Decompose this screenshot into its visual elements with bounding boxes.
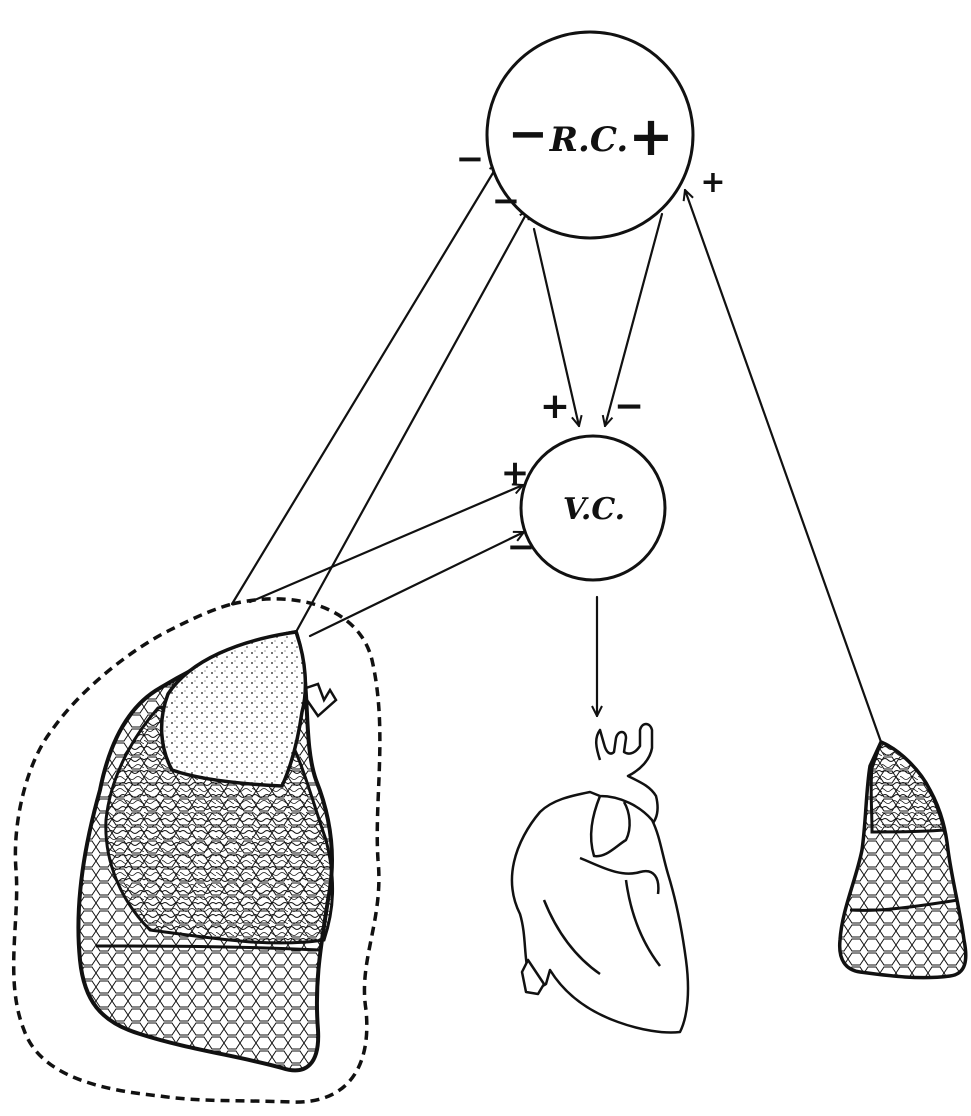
vc-node: V.C. (521, 436, 665, 580)
rc-right-sign: + (628, 105, 673, 168)
lung-fragment-top (871, 742, 944, 832)
arrow-lung-to-rc-outer (232, 163, 499, 604)
rc-label: R.C. (549, 120, 628, 160)
heart-outline (512, 792, 688, 1033)
sign-vc-in-from-rc-left: + (540, 386, 570, 427)
vc-label: V.C. (563, 492, 625, 527)
lung-icon (14, 599, 380, 1102)
sign-vc-in-lung-upper: + (501, 453, 530, 493)
arrow-lung-to-vc-upper (250, 485, 523, 602)
lung-fragment-icon (840, 742, 966, 978)
sign-vc-in-lung-lower: − (507, 527, 536, 567)
lung-upper-lobe-texture (162, 632, 306, 786)
sign-rc-in-inner-left: − (492, 181, 521, 221)
sign-vc-in-from-rc-right: − (614, 386, 644, 427)
heart-icon (512, 724, 688, 1033)
sign-rc-in-right: + (700, 165, 725, 200)
arrow-lung-to-rc-inner (296, 209, 529, 632)
arrow-fragment-to-rc (685, 190, 881, 742)
rc-left-sign: − (508, 106, 548, 162)
sign-rc-in-outer-left: − (456, 139, 485, 179)
